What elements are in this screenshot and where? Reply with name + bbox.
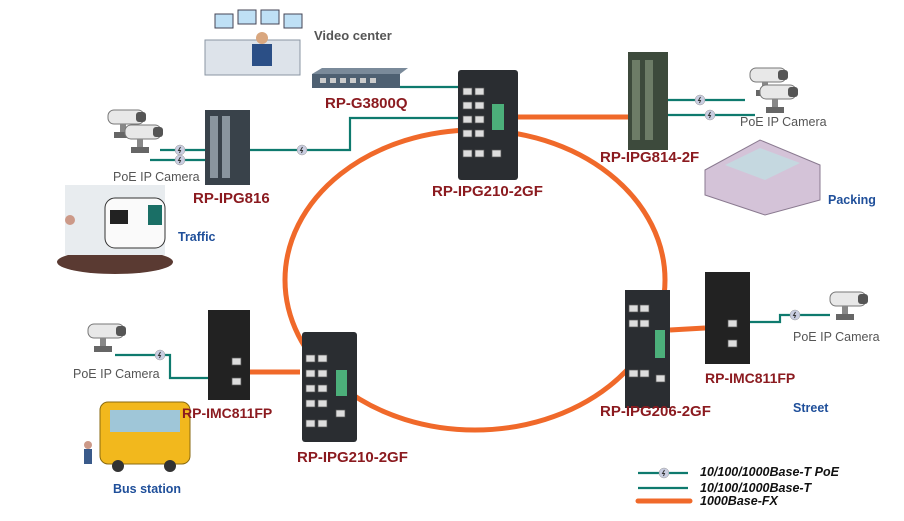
- rp-ipg210-2gf-bottom-switch: [302, 332, 357, 442]
- poe-icon: [789, 309, 801, 321]
- rp-imc811fp-right-converter: [705, 272, 750, 364]
- rp-g3800q-switch: [312, 68, 408, 88]
- rp-ipg206-2gf-switch: [625, 290, 670, 408]
- rp-ipg210-bottom-label: RP-IPG210-2GF: [297, 449, 408, 466]
- poe-icon: [154, 349, 166, 361]
- rp-ipg210-top-label: RP-IPG210-2GF: [432, 183, 543, 200]
- legend: [635, 467, 693, 504]
- traffic-label: Traffic: [178, 230, 216, 244]
- packing-building-icon: [704, 139, 821, 216]
- rp-ipg210-2gf-top-switch: [458, 70, 518, 180]
- camera-icon: [829, 291, 869, 321]
- poe-icon: [704, 109, 716, 121]
- camera-icon: [124, 124, 164, 154]
- camera-label: PoE IP Camera: [73, 367, 160, 381]
- camera-label: PoE IP Camera: [740, 115, 827, 129]
- legend-poe-label: 10/100/1000Base-T PoE: [700, 465, 839, 479]
- street-label: Street: [793, 401, 829, 415]
- video-center-icon: [204, 9, 303, 76]
- rp-imc811fp-left-label: RP-IMC811FP: [182, 405, 273, 421]
- traffic-train-icon: [57, 185, 173, 274]
- rp-imc811fp-left-converter: [208, 310, 250, 400]
- video-center-label: Video center: [314, 28, 392, 43]
- poe-icon: [694, 94, 706, 106]
- camera-label: PoE IP Camera: [113, 170, 200, 184]
- fiber-link-right: [669, 325, 706, 333]
- rp-imc811fp-right-label: RP-IMC811FP: [705, 370, 796, 386]
- bus-station-label: Bus station: [113, 482, 182, 496]
- bus-station-icon: [84, 401, 191, 472]
- camera-icon: [87, 323, 127, 353]
- camera-icon: [759, 84, 799, 114]
- legend-copper-label: 10/100/1000Base-T: [700, 481, 812, 495]
- rp-g3800q-label: RP-G3800Q: [325, 95, 408, 112]
- camera-label: PoE IP Camera: [793, 330, 880, 344]
- packing-label: Packing: [828, 193, 876, 207]
- rp-ipg816-label: RP-IPG816: [193, 190, 270, 207]
- legend-fiber-label: 1000Base-FX: [700, 494, 778, 508]
- rp-ipg814-2f-switch: [628, 52, 668, 150]
- rp-ipg816-switch: [205, 110, 250, 185]
- rp-ipg206-label: RP-IPG206-2GF: [600, 403, 711, 420]
- poe-icon: [174, 144, 186, 156]
- poe-icon: [174, 154, 186, 166]
- rp-ipg814-label: RP-IPG814-2F: [600, 149, 700, 166]
- poe-icon: [296, 144, 308, 156]
